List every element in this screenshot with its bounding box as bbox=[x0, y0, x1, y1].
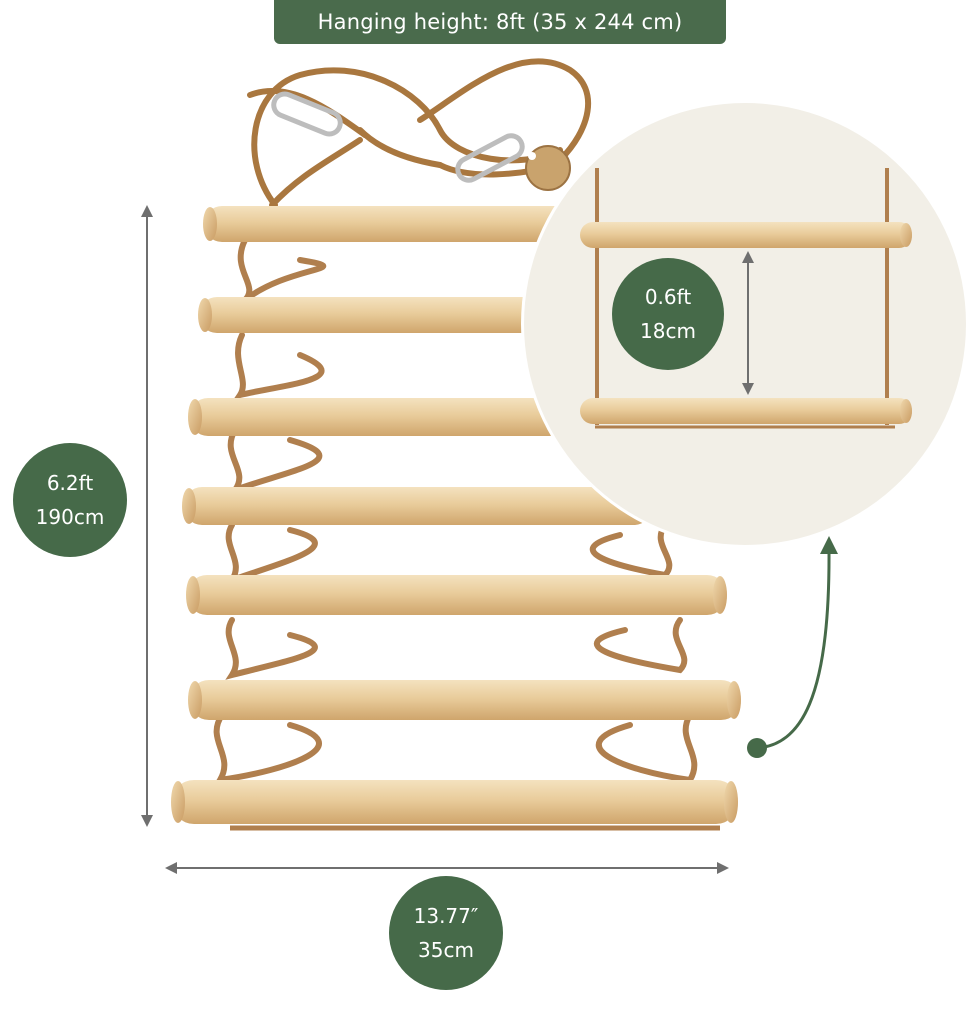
spacing-value-cm: 18cm bbox=[640, 319, 696, 343]
rung bbox=[188, 680, 741, 720]
rung bbox=[198, 297, 559, 333]
height-value-cm: 190cm bbox=[35, 505, 105, 529]
rung bbox=[171, 780, 738, 824]
carabiner-icon bbox=[271, 91, 343, 137]
rung-spacing-badge: 0.6ft 18cm bbox=[612, 258, 724, 370]
carabiner-icon bbox=[455, 133, 525, 183]
right-side-rope bbox=[590, 522, 698, 784]
wooden-tag-icon bbox=[525, 145, 571, 191]
rung bbox=[203, 206, 579, 242]
width-dimension-line bbox=[165, 862, 729, 874]
ladder-rungs bbox=[171, 206, 741, 831]
height-dimension-line bbox=[141, 205, 153, 827]
spacing-dimension-line bbox=[742, 251, 754, 395]
width-value-cm: 35cm bbox=[418, 938, 474, 962]
hanging-height-banner: Hanging height: 8ft (35 x 244 cm) bbox=[274, 0, 726, 44]
rung bbox=[188, 398, 569, 436]
height-value-ft: 6.2ft bbox=[46, 471, 94, 495]
left-side-rope bbox=[213, 237, 327, 784]
width-badge: 13.77″ 35cm bbox=[389, 876, 503, 990]
width-value-in: 13.77″ bbox=[413, 904, 479, 928]
callout-arrow bbox=[747, 536, 838, 758]
height-badge: 6.2ft 190cm bbox=[13, 443, 127, 557]
hanging-rope bbox=[247, 58, 591, 208]
rung bbox=[182, 487, 653, 525]
rung bbox=[186, 575, 727, 615]
rung-spacing-detail-inset bbox=[521, 100, 969, 548]
spacing-value-ft: 0.6ft bbox=[644, 285, 692, 309]
